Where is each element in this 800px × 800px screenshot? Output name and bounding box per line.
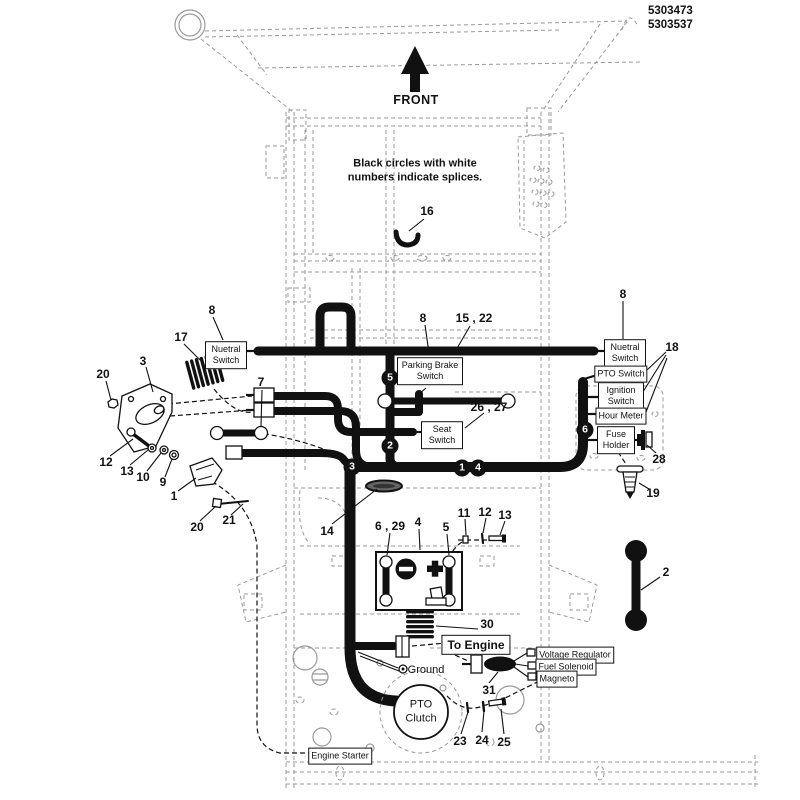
callout-1: 1 [170, 489, 178, 503]
callout-24: 24 [475, 733, 489, 747]
fuse-holder-label: Fuse Holder [597, 426, 635, 454]
ignition-switch-label: Ignition Switch [598, 382, 644, 410]
magneto-label: Magneto [536, 670, 578, 688]
harness-loop [315, 302, 356, 356]
hour-meter-label: Hour Meter [595, 407, 647, 425]
callout-3: 3 [139, 354, 147, 368]
callout-25: 25 [497, 735, 511, 749]
callout-16: 16 [420, 204, 434, 218]
battery-positive-icon [427, 560, 443, 577]
callout-20-b: 20 [190, 520, 204, 534]
mount-clip [189, 457, 223, 487]
splice-1: 1 [453, 459, 471, 477]
callout-4: 4 [414, 515, 422, 529]
to-engine-label: To Engine [441, 634, 511, 656]
callout-12-a: 12 [99, 455, 113, 469]
callout-26-27: 26 , 27 [470, 400, 508, 414]
engine-starter-label: Engine Starter [308, 747, 372, 765]
callout-13-a: 13 [120, 464, 134, 478]
neutral-switch-left-label: Nuetral Switch [205, 341, 247, 369]
nut [107, 398, 119, 409]
callout-17: 17 [174, 330, 188, 344]
callout-12-b: 12 [478, 505, 492, 519]
wire-strap [625, 540, 647, 631]
connector-plug [253, 402, 275, 418]
splice-2: 2 [381, 437, 399, 455]
front-arrow-icon [401, 46, 429, 92]
callout-11: 11 [457, 506, 471, 520]
callout-leaders [105, 218, 668, 735]
splice-note-line2: numbers indicate splices. [347, 171, 483, 184]
splice-note-line1: Black circles with white [353, 157, 477, 170]
callout-30: 30 [480, 617, 494, 631]
ribbed-connector-30 [406, 610, 434, 639]
callout-18: 18 [665, 340, 679, 354]
switch-console-outline [575, 385, 664, 471]
connector-plug [225, 445, 243, 460]
bolt-head [126, 427, 136, 437]
splice-6: 6 [576, 421, 594, 439]
callout-21: 21 [222, 513, 236, 527]
callout-23: 23 [453, 734, 467, 748]
seat-switch-label: Seat Switch [421, 421, 463, 449]
engine-starter-lead [204, 477, 311, 754]
pto-clutch-wire [344, 463, 402, 707]
components [107, 229, 653, 754]
parking-brake-switch-label: Parking Brake Switch [397, 357, 463, 385]
steering-cap-circle [174, 9, 206, 41]
callout-28: 28 [652, 452, 666, 466]
callout-8-right: 8 [619, 287, 627, 301]
callout-6-29: 6 , 29 [374, 519, 406, 533]
callout-13-b: 13 [498, 508, 512, 522]
callout-8-mid: 8 [419, 311, 427, 325]
pto-switch-label: PTO Switch [594, 365, 648, 383]
pto-clutch-circle [393, 684, 449, 740]
pto-clutch-label: PTO Clutch [405, 698, 437, 724]
callout-2: 2 [662, 565, 670, 579]
part-number-2: 5303537 [648, 19, 693, 31]
key-switch-assembly [107, 383, 249, 509]
splice-3: 3 [343, 458, 361, 476]
push-rivet [616, 465, 644, 499]
neutral-switch-right-label: Nuetral Switch [604, 339, 646, 367]
front-label: FRONT [393, 93, 439, 107]
part-number-1: 5303473 [648, 5, 693, 17]
splice-clip [393, 229, 421, 248]
connector-plug [253, 387, 275, 403]
callout-19: 19 [646, 486, 660, 500]
callout-14: 14 [320, 524, 334, 538]
callout-10: 10 [136, 470, 150, 484]
callout-5: 5 [442, 520, 450, 534]
splice-4: 4 [469, 459, 487, 477]
chassis-outline [174, 9, 758, 790]
callout-15-22: 15 , 22 [455, 311, 493, 325]
callout-20-a: 20 [96, 367, 110, 381]
callout-8-left: 8 [208, 303, 216, 317]
callout-7: 7 [257, 375, 265, 389]
ground-label: Ground [407, 664, 445, 676]
battery [375, 551, 463, 611]
callout-31: 31 [482, 683, 496, 697]
callout-9: 9 [159, 475, 167, 489]
harness-bundle [347, 377, 588, 472]
splice-5: 5 [381, 369, 399, 387]
cable-tie [211, 497, 223, 509]
